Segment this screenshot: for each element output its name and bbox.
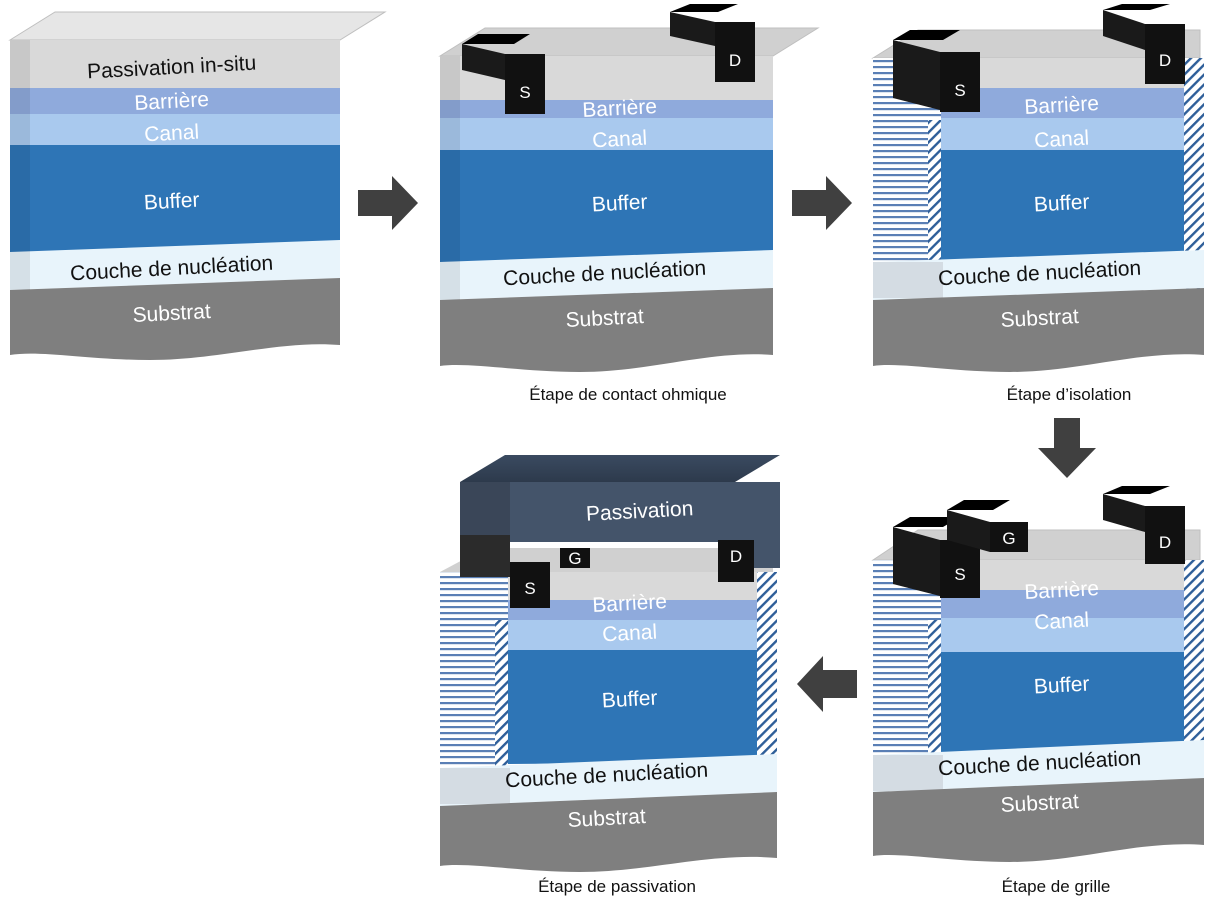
label-barrier: Barrière [1024, 92, 1100, 119]
layer-channel [10, 114, 340, 145]
drain-label: D [729, 51, 741, 70]
drain-electrode [715, 22, 755, 82]
drain-label: D [1159, 533, 1171, 552]
caption-passivation-step: Étape de passivation [538, 877, 696, 896]
label-channel: Canal [1034, 609, 1090, 635]
arrow-left-icon [797, 656, 857, 712]
label-channel: Canal [602, 621, 658, 647]
source-label: S [954, 565, 965, 584]
arrow-right-icon [358, 176, 418, 230]
label-buffer: Buffer [591, 191, 648, 217]
block-gate: S G D Barrière Canal Buffer Couche de nu… [871, 486, 1204, 862]
caption-isolation-step: Étape d’isolation [1007, 385, 1132, 404]
drain-label: D [730, 547, 742, 566]
block-initial-stack: Passivation in-situ Barrière Canal Buffe… [8, 11, 387, 360]
block-isolation: S D Barrière Canal Buffer Couche de nucl… [871, 4, 1204, 372]
label-barrier: Barrière [592, 590, 668, 617]
label-buffer: Buffer [1033, 673, 1090, 699]
arrow-down-icon [1038, 418, 1096, 478]
gate-label: G [1002, 529, 1015, 548]
label-substrate: Substrat [1000, 790, 1079, 817]
source-label: S [524, 579, 535, 598]
block-ohmic-contact: S D Barrière Canal Buffer Couche de nucl… [438, 4, 820, 372]
label-channel: Canal [144, 121, 200, 147]
label-passivation: Passivation [585, 497, 693, 526]
gate-label: G [568, 549, 581, 568]
label-buffer: Buffer [1033, 191, 1090, 217]
label-buffer: Buffer [601, 687, 658, 713]
label-channel: Canal [1034, 127, 1090, 153]
label-substrate: Substrat [132, 300, 211, 327]
arrow-right-icon [792, 176, 852, 230]
label-substrate: Substrat [1000, 305, 1079, 332]
layer-passivation-insitu [10, 40, 340, 88]
label-substrate: Substrat [565, 305, 644, 332]
label-barrier: Barrière [1024, 577, 1100, 604]
label-barrier: Barrière [134, 88, 210, 115]
layer-substrate [10, 278, 340, 360]
caption-gate-step: Étape de grille [1002, 877, 1111, 896]
drain-label: D [1159, 51, 1171, 70]
source-label: S [519, 83, 530, 102]
source-label: S [954, 81, 965, 100]
label-barrier: Barrière [582, 95, 658, 122]
caption-ohmic-step: Étape de contact ohmique [529, 385, 727, 404]
layer-barrier [10, 88, 340, 114]
source-electrode-top [462, 34, 530, 44]
layer-nucleation [10, 240, 340, 290]
isolation-zone-right [1184, 58, 1204, 290]
label-buffer: Buffer [143, 189, 200, 215]
label-channel: Canal [592, 127, 648, 153]
layer-buffer [10, 145, 340, 252]
label-substrate: Substrat [567, 805, 646, 832]
block-passivation: Passivation S G D Barrière Canal Buffer … [440, 455, 780, 872]
